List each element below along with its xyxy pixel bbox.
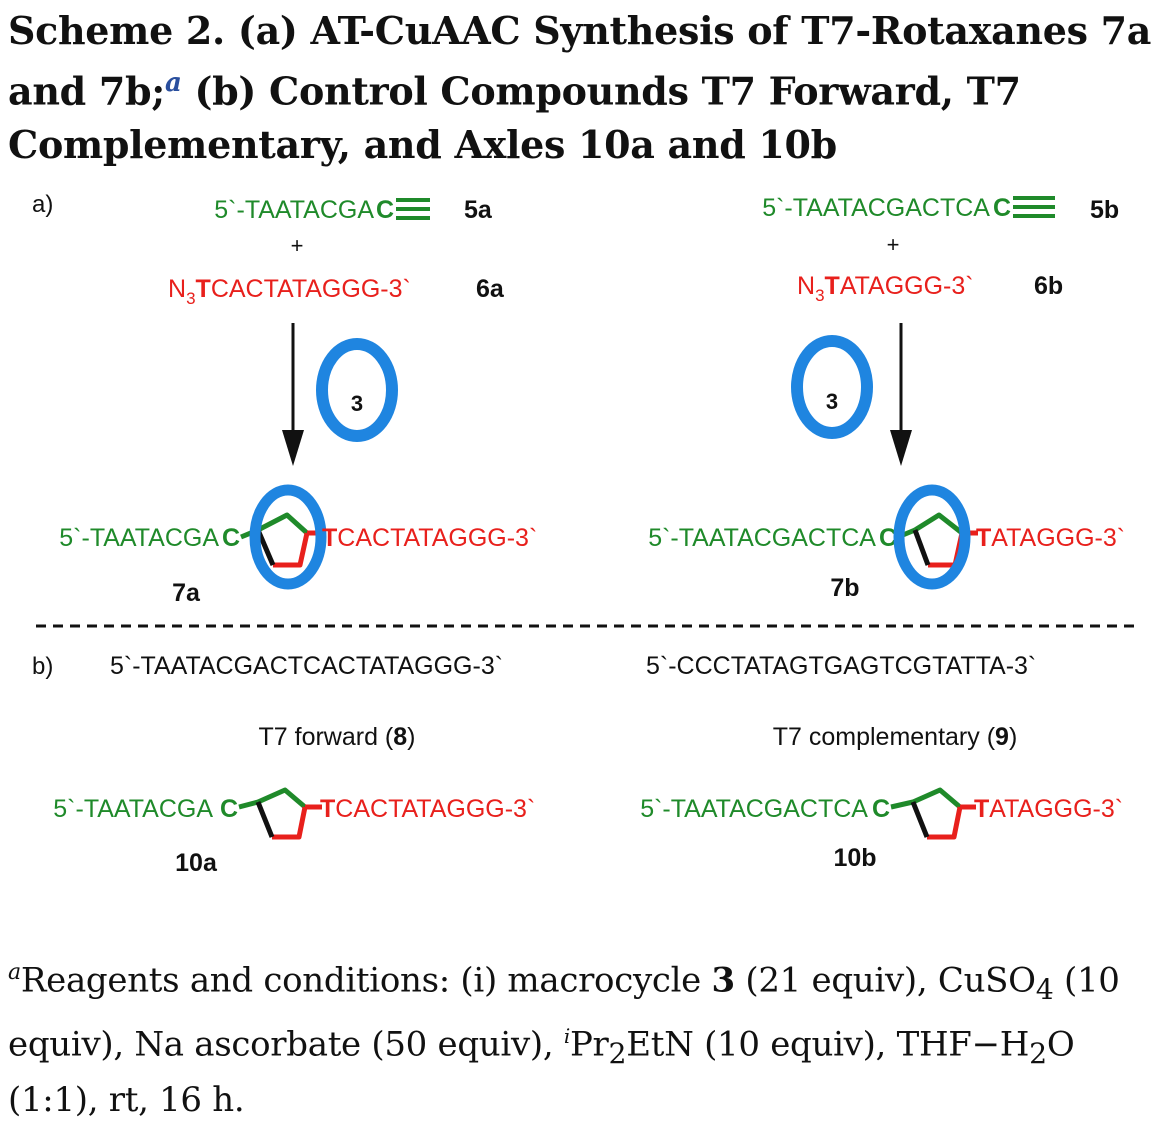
title-line-3: Complementary, and Axles 10a and 10b [8,121,837,167]
title-line-1: Scheme 2. (a) AT-CuAAC Synthesis of T7-R… [8,8,1152,53]
rotaxane-7a-carbon: C [222,524,240,552]
rotaxane-7a-right-sequence: CACTATAGGG-3` [337,524,537,552]
compound-5a-id: 5a [464,196,493,224]
panel-b-label: b) [32,653,53,680]
azide-6a: N3TCACTATAGGG-3` [168,275,411,308]
azide-6b-n: N [797,272,815,300]
plus-sign-right: + [887,232,900,257]
rotaxane-7a-right-strand: TCACTATAGGG-3` [322,524,537,552]
footnote-marker: a [8,960,21,985]
rotaxane-7b-right-strand: TATAGGG-3` [976,524,1125,552]
azide-6a-n: N [168,275,186,303]
alkyne-5a-carbon: C [376,196,394,224]
macrocycle-3-label-right: 3 [826,389,838,414]
reaction-arrow-right [890,323,912,466]
t7-complementary-caption: T7 complementary (9) [773,723,1018,751]
title-line-2a: and 7b; [8,68,165,114]
footnote-iso-marker: i [563,1024,570,1049]
azide-6a-sequence: CACTATAGGG-3` [211,275,411,303]
alkyne-5b-sequence: 5`-TAATACGACTCA [762,194,990,222]
footnote-line-1: aReagents and conditions: (i) macrocycle… [8,950,1168,1013]
rotaxane-7b-t: T [976,524,991,552]
compound-7b-id: 7b [830,574,859,602]
footnote-text-6: EtN (10 equiv), THF−H [626,1024,1030,1065]
t7-complementary-sequence: 5`-CCCTATAGTGAGTCGTATTA-3` [646,652,1036,680]
axle-10a-t: T [320,795,335,823]
triazole-ring-10a [238,787,322,840]
footnote-sub-2: 2 [608,1037,627,1071]
title-line-2b: (b) Control Compounds T7 Forward, T7 [181,68,1021,114]
footnote-line-3: (1:1), rt, 16 h. [8,1080,245,1121]
scheme-footnote: aReagents and conditions: (i) macrocycle… [8,950,1168,1123]
footnote-compound-3: 3 [711,960,736,1001]
axle-10a-carbon: C [220,795,238,823]
rotaxane-7b-right-sequence: ATAGGG-3` [991,524,1125,552]
t7-complementary-label: T7 complementary ( [773,723,996,751]
rotaxane-7b-left-strand: 5`-TAATACGACTCA [648,524,876,552]
compound-5b-id: 5b [1090,196,1119,224]
footnote-text-2: (21 equiv), CuSO [734,960,1036,1001]
compound-10a-id: 10a [175,849,218,877]
axle-10a-right-sequence: CACTATAGGG-3` [335,795,535,823]
azide-6a-subscript: 3 [186,289,195,308]
t7-forward-label: T7 forward ( [259,723,394,751]
t7-forward-close: ) [407,723,415,751]
macrocycle-3-ring-right [791,335,873,439]
t7-forward-caption: T7 forward (8) [259,723,416,751]
footnote-text-1: Reagents and conditions: (i) macrocycle [20,960,712,1001]
alkyne-5a-sequence: 5`-TAATACGA [214,196,374,224]
axle-10b-carbon: C [872,795,890,823]
rotaxane-7b-carbon: C [879,524,897,552]
axle-10a-right-strand: TCACTATAGGG-3` [320,795,535,823]
axle-10b-right-strand: TATAGGG-3` [974,795,1123,823]
footnote-text-5: Pr [569,1024,609,1065]
scheme-title: Scheme 2. (a) AT-CuAAC Synthesis of T7-R… [8,4,1168,171]
axle-10b-right-sequence: ATAGGG-3` [989,795,1123,823]
compound-6b-id: 6b [1034,272,1063,300]
rotaxane-7a-left-strand: 5`-TAATACGA [59,524,219,552]
footnote-sub-4: 4 [1035,973,1054,1007]
footnote-sub-2b: 2 [1029,1037,1047,1071]
compound-9-id: 9 [995,723,1009,751]
title-footnote-marker: a [165,68,182,98]
alkyne-5b-carbon: C [993,194,1011,222]
macrocycle-3-label-left: 3 [351,391,363,416]
scheme-diagram: a) 5`-TAATACGA C 5a + N3TCACTATAGGG-3` 6… [32,191,1140,877]
footnote-line-2: equiv), Na ascorbate (50 equiv), iPr2EtN… [8,1013,1168,1077]
footnote-text-4: equiv), Na ascorbate (50 equiv), [8,1024,564,1065]
azide-6b-subscript: 3 [815,286,824,305]
panel-a-label: a) [32,191,53,218]
plus-sign-left: + [291,233,304,258]
compound-8-id: 8 [393,723,407,751]
footnote-text-3: (10 [1053,960,1120,1001]
footnote-text-7: O [1046,1024,1075,1065]
macrocycle-ring-7b [893,484,971,590]
azide-6b: N3TATAGGG-3` [797,272,974,305]
triazole-ring-10b [890,787,976,840]
title-line-2: and 7b;a (b) Control Compounds T7 Forwar… [8,57,1168,118]
t7-complementary-close: ) [1009,723,1017,751]
axle-10b-t: T [974,795,989,823]
azide-6a-t: T [196,275,211,303]
azide-6b-t: T [825,272,840,300]
axle-10b-left-strand: 5`-TAATACGACTCA [640,795,868,823]
axle-10a-left-strand: 5`-TAATACGA [53,795,213,823]
triple-bond-icon [396,198,430,220]
macrocycle-3-ring-left [316,338,398,442]
triple-bond-icon-5b [1013,196,1055,218]
compound-6a-id: 6a [476,275,505,303]
compound-7a-id: 7a [172,579,201,607]
macrocycle-ring-7a [249,484,327,590]
compound-10b-id: 10b [833,844,876,872]
azide-6b-sequence: ATAGGG-3` [840,272,974,300]
rotaxane-7a-t: T [322,524,337,552]
t7-forward-sequence: 5`-TAATACGACTCACTATAGGG-3` [110,652,503,680]
reaction-arrow-left [282,323,304,466]
